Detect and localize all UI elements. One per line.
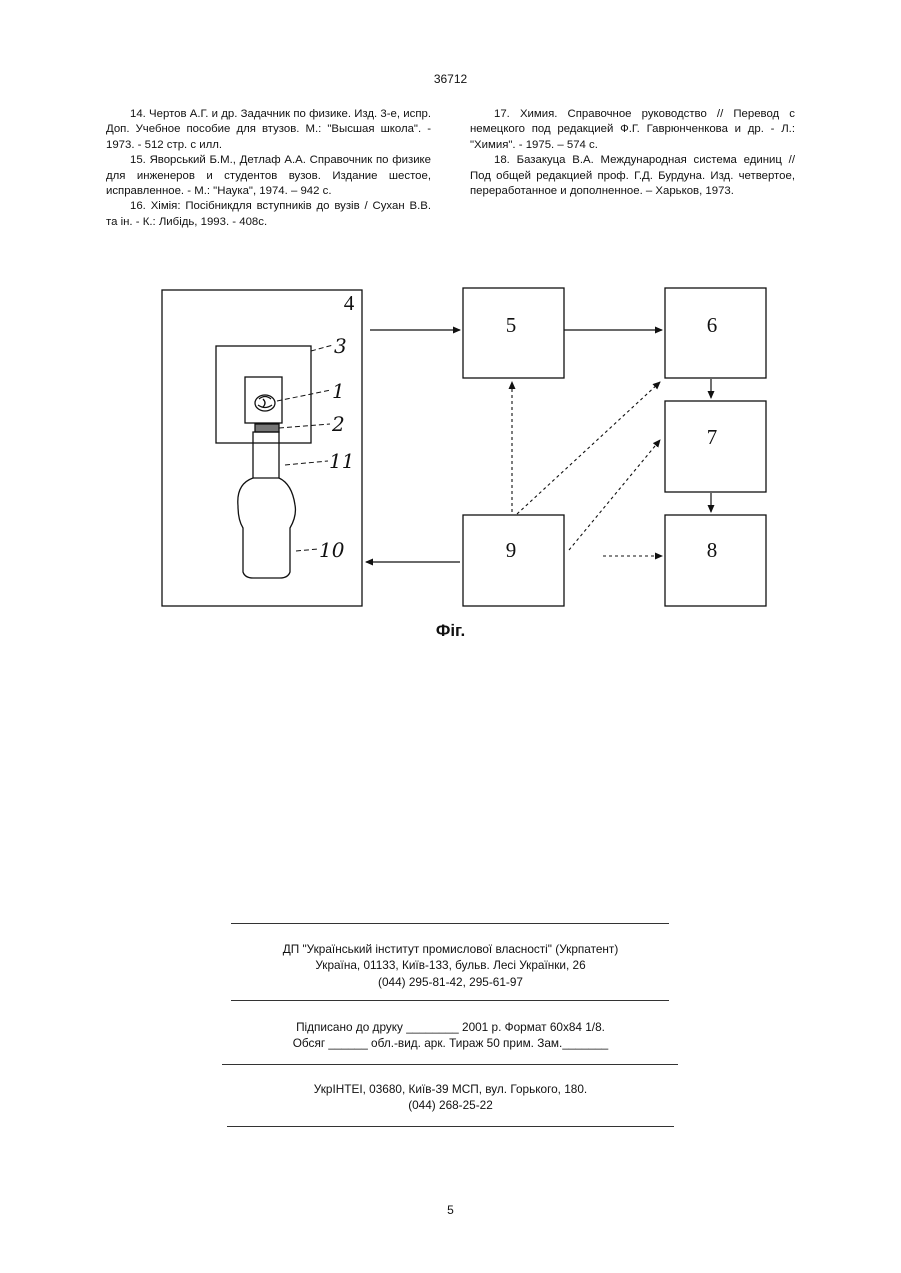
label-block-8: 8 [707,538,718,562]
callout-10: 10 [319,538,345,562]
label-block-7: 7 [707,425,718,449]
figure-caption: Фіг. [0,621,901,641]
printer-address: УкрІНТЕІ, 03680, Київ-39 МСП, вул. Горьк… [0,1081,901,1097]
printer-block: УкрІНТЕІ, 03680, Київ-39 МСП, вул. Горьк… [0,1081,901,1114]
flask-10 [238,432,296,578]
schematic-figure: 4 5 6 7 8 9 3 1 2 11 10 [0,280,901,625]
divider-bottom [227,1126,674,1127]
print-signed-line: Підписано до друку ________ 2001 р. Форм… [0,1019,901,1035]
page-number: 5 [0,1203,901,1217]
reference-14: 14. Чертов А.Г. и др. Задачник по физике… [106,107,431,153]
reference-18: 18. Базакуца В.А. Международная система … [470,153,795,199]
references-left-column: 14. Чертов А.Г. и др. Задачник по физике… [106,107,431,230]
reference-17: 17. Химия. Справочное руководство // Пер… [470,107,795,153]
leader-1 [277,390,331,401]
label-block-5: 5 [506,313,517,337]
publisher-address: Україна, 01133, Київ-133, бульв. Лесі Ук… [0,957,901,973]
document-number: 36712 [0,72,901,86]
stopper-2 [255,424,279,432]
print-volume-line: Обсяг ______ обл.-вид. арк. Тираж 50 при… [0,1035,901,1051]
callout-11: 11 [329,449,354,473]
divider-top [231,923,669,924]
arrow-9-to-6 [517,382,660,514]
callout-1: 1 [332,379,345,403]
leader-2 [279,424,330,428]
publisher-block: ДП "Український інститут промислової вла… [0,941,901,990]
leader-10 [296,549,318,551]
arrow-9-to-7 [569,440,660,550]
specimen-1 [255,395,275,411]
references-right-column: 17. Химия. Справочное руководство // Пер… [470,107,795,199]
publisher-phone: (044) 295-81-42, 295-61-97 [0,974,901,990]
reference-15: 15. Яворський Б.М., Детлаф А.А. Справочн… [106,153,431,199]
callout-3: 3 [334,334,347,358]
divider-middle [231,1000,669,1001]
divider-lower [222,1064,678,1065]
label-block-4: 4 [344,291,355,315]
publisher-name: ДП "Український інститут промислової вла… [0,941,901,957]
reference-16: 16. Хімія: Посібникдля вступників до вуз… [106,199,431,230]
callout-2: 2 [331,412,345,436]
leader-3 [311,345,333,351]
printer-phone: (044) 268-25-22 [0,1097,901,1113]
print-details-block: Підписано до друку ________ 2001 р. Форм… [0,1019,901,1052]
leader-11 [285,461,328,465]
label-block-9: 9 [506,538,517,562]
label-block-6: 6 [707,313,718,337]
